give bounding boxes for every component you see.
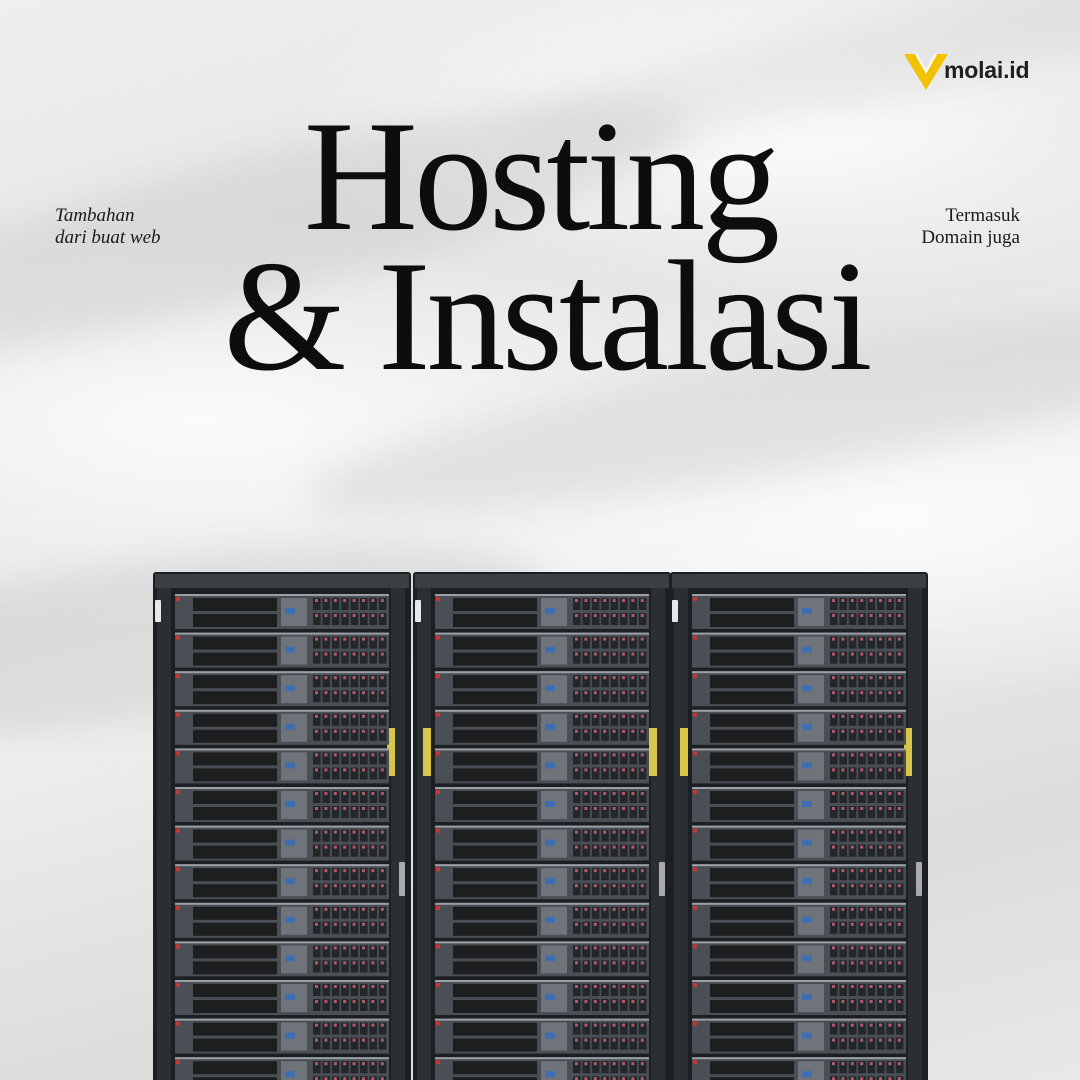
right-note-line-1: Termasuk bbox=[945, 205, 1020, 226]
brand-name: molai.id bbox=[944, 56, 1030, 83]
server-unit bbox=[692, 1057, 906, 1080]
server-rack bbox=[153, 572, 411, 1080]
right-note-line-2: Domain juga bbox=[921, 227, 1020, 248]
server-unit bbox=[435, 902, 649, 938]
server-unit bbox=[435, 980, 649, 1015]
server-unit bbox=[435, 748, 649, 784]
server-unit bbox=[692, 748, 906, 784]
server-unit bbox=[175, 980, 389, 1015]
right-note: Termasuk Domain juga bbox=[872, 205, 1020, 249]
server-unit bbox=[435, 709, 649, 745]
crown-logo-icon bbox=[904, 53, 948, 90]
server-unit bbox=[692, 864, 906, 900]
left-note-line-2: dari buat web bbox=[55, 227, 161, 248]
server-unit bbox=[175, 1018, 389, 1054]
headline-line-1: Hosting bbox=[303, 89, 780, 264]
server-unit bbox=[175, 594, 389, 629]
server-unit bbox=[435, 594, 649, 629]
brand-logo[interactable]: molai.id bbox=[902, 48, 1030, 92]
server-unit bbox=[692, 941, 906, 977]
server-unit bbox=[692, 632, 906, 668]
server-unit bbox=[435, 632, 649, 668]
server-unit bbox=[175, 671, 389, 707]
server-unit bbox=[175, 941, 389, 977]
server-unit bbox=[435, 941, 649, 977]
server-rack bbox=[413, 572, 671, 1080]
server-unit bbox=[692, 825, 906, 861]
left-note: Tambahan dari buat web bbox=[55, 205, 161, 249]
server-unit bbox=[175, 1057, 389, 1080]
server-unit bbox=[435, 825, 649, 861]
server-unit bbox=[175, 864, 389, 900]
server-unit bbox=[175, 709, 389, 745]
server-unit bbox=[692, 1018, 906, 1054]
server-unit bbox=[692, 980, 906, 1015]
server-unit bbox=[175, 787, 389, 822]
left-note-line-1: Tambahan bbox=[55, 205, 135, 226]
server-unit bbox=[175, 748, 389, 784]
server-unit bbox=[435, 864, 649, 900]
server-unit bbox=[692, 787, 906, 822]
server-unit bbox=[175, 632, 389, 668]
server-unit bbox=[692, 594, 906, 629]
server-unit bbox=[435, 1057, 649, 1080]
server-unit bbox=[435, 787, 649, 822]
server-unit bbox=[692, 671, 906, 707]
server-rack bbox=[670, 572, 928, 1080]
server-unit bbox=[175, 902, 389, 938]
server-unit bbox=[175, 825, 389, 861]
server-unit bbox=[692, 902, 906, 938]
server-unit bbox=[435, 671, 649, 707]
headline-line-2: & Instalasi bbox=[223, 229, 873, 404]
server-unit bbox=[435, 1018, 649, 1054]
server-unit bbox=[692, 709, 906, 745]
